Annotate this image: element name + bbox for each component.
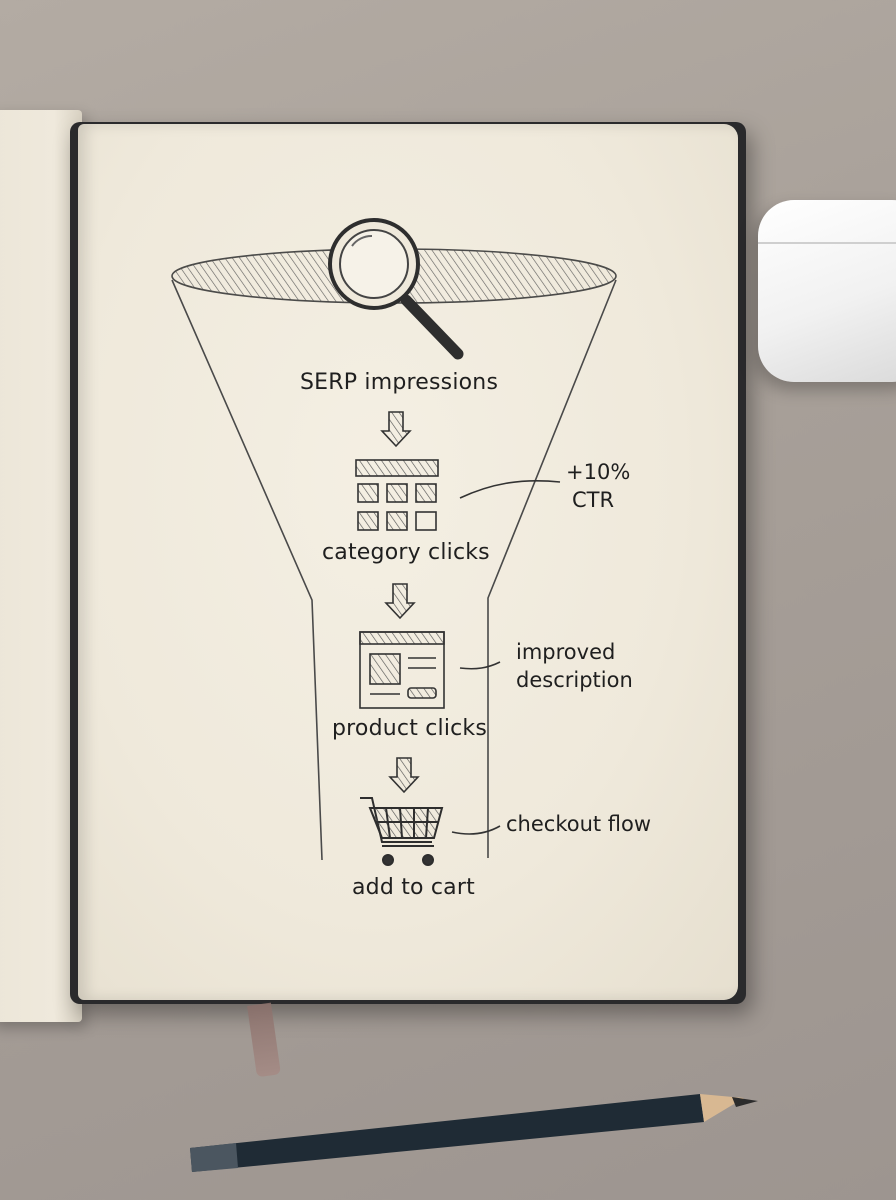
pencil: [190, 1094, 758, 1172]
annotation-lines: [451, 479, 561, 835]
stage-label-category-clicks: category clicks: [322, 540, 490, 565]
down-arrow-icon: [380, 411, 412, 448]
stage-label-serp-impressions: SERP impressions: [300, 370, 499, 395]
shopping-cart-icon: [360, 797, 444, 866]
product-page-icon: [359, 631, 445, 709]
annotation-ctr: +10% CTR: [566, 458, 630, 514]
annotation-ctr-line2: CTR: [572, 488, 615, 512]
funnel-outline: [171, 279, 617, 861]
annotation-description-line2: description: [516, 668, 633, 692]
annotation-ctr-line1: +10%: [566, 460, 631, 484]
magnifying-glass-icon: [328, 218, 464, 360]
down-arrow-icon: [388, 757, 420, 794]
stage-label-add-to-cart: add to cart: [352, 875, 475, 900]
category-grid-icon: [355, 459, 439, 531]
down-arrow-icon: [384, 583, 416, 620]
notebook-left-page: [0, 110, 82, 1022]
stage-label-product-clicks: product clicks: [332, 716, 488, 741]
earbuds-case: [758, 200, 896, 382]
annotation-checkout-flow: checkout flow: [506, 812, 652, 836]
annotation-description: improved description: [516, 638, 633, 694]
annotation-description-line1: improved: [516, 640, 616, 664]
